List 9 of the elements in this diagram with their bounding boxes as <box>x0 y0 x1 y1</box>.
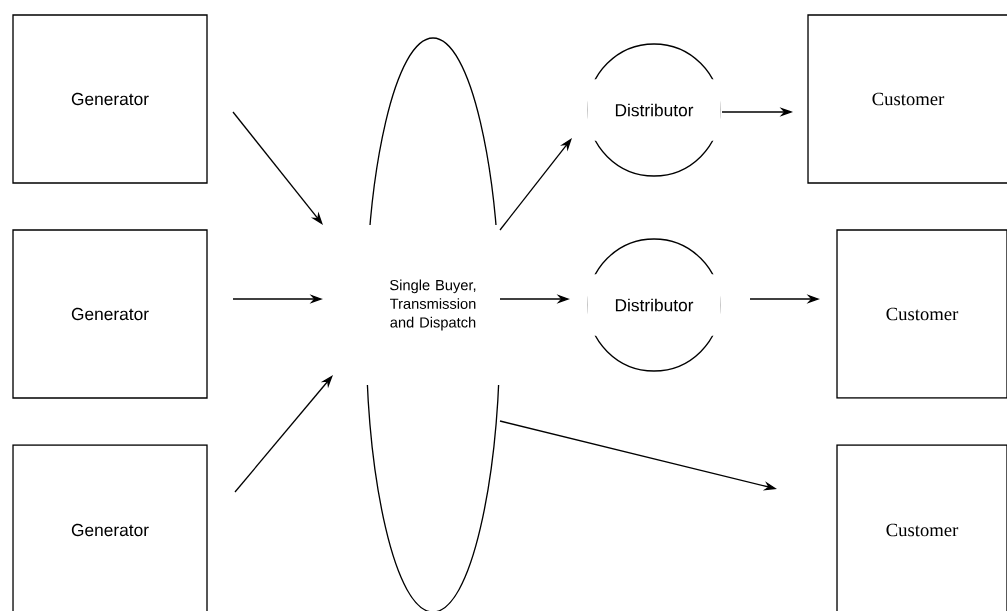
customer-box: Customer <box>807 14 1007 184</box>
customer-box: Customer <box>836 444 1007 611</box>
arrow <box>232 111 323 225</box>
generator-box: Generator <box>12 444 208 611</box>
arrow <box>499 138 572 231</box>
customer-box: Customer <box>836 229 1007 399</box>
generator-box: Generator <box>12 229 208 399</box>
arrow <box>234 375 333 493</box>
generator-box: Generator <box>12 14 208 184</box>
